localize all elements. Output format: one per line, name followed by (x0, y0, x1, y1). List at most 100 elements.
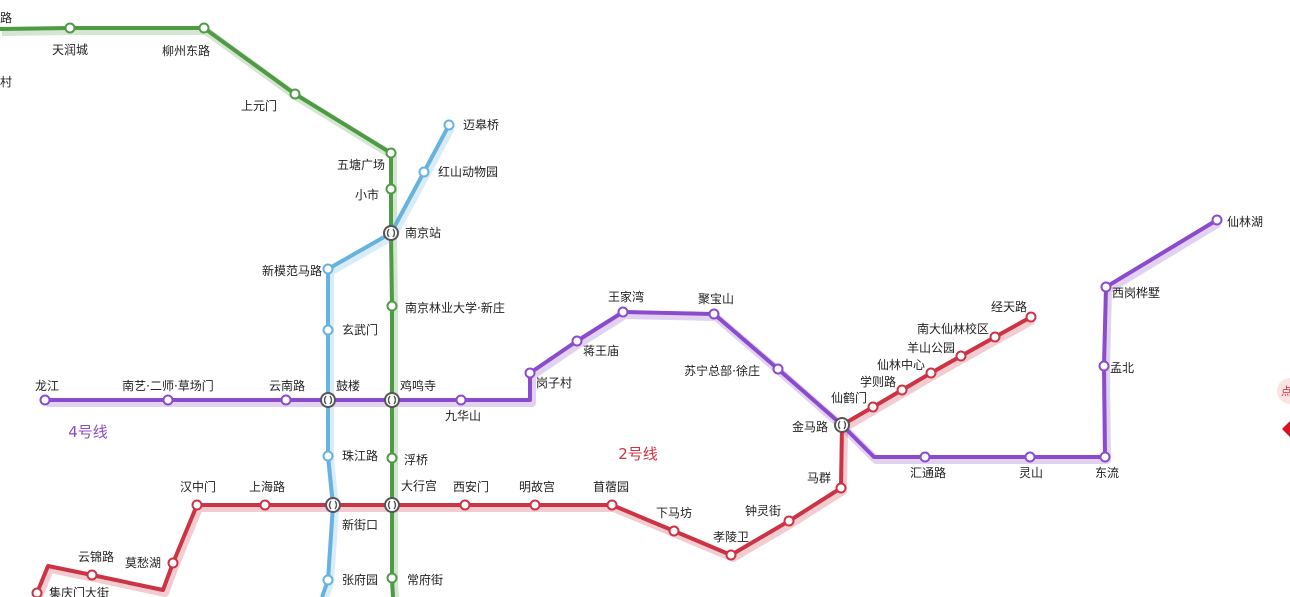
station-tianruncheng[interactable] (64, 22, 76, 34)
station-wangjiawan[interactable] (617, 306, 629, 318)
metro-stations (31, 22, 1223, 597)
station-jiangwangmiao[interactable] (571, 335, 583, 347)
station-label-xiamafang: 下马坊 (656, 505, 692, 520)
station-dot-icon (191, 499, 203, 511)
station-muxuyuan[interactable] (606, 499, 618, 511)
station-maqun[interactable] (835, 482, 847, 494)
transfer-station-icon (834, 417, 850, 433)
map-annotations: 路 村 点 (0, 10, 1290, 437)
transfer-station-icon (320, 392, 336, 408)
station-label-minggugong: 明故宫 (519, 479, 555, 494)
station-minggugong[interactable] (529, 499, 541, 511)
station-dot-icon (524, 367, 536, 379)
station-hongshan[interactable] (418, 166, 430, 178)
station-dot-icon (455, 394, 467, 406)
station-label-daxinggong: 大行宫 (401, 478, 437, 493)
station-yangshangongyuan[interactable] (955, 350, 967, 362)
transfer-arrows-icon (387, 500, 397, 510)
station-jimingsi[interactable] (384, 392, 400, 408)
station-dot-icon (198, 22, 210, 34)
station-nanyi[interactable] (162, 394, 174, 406)
station-zhonglingjie[interactable] (783, 515, 795, 527)
station-label-jimingsi: 鸡鸣寺 (400, 378, 436, 393)
station-label-zhonglingjie: 钟灵街 (745, 503, 781, 518)
station-jingtianlu[interactable] (1025, 311, 1037, 323)
station-jinmalu[interactable] (834, 417, 850, 433)
station-xianhemen[interactable] (867, 401, 879, 413)
station-zhangfuyuan[interactable] (322, 574, 334, 586)
station-dot-icon (668, 525, 680, 537)
station-dot-icon (39, 394, 51, 406)
station-fuqiao[interactable] (386, 452, 398, 464)
station-huitonglu[interactable] (919, 451, 931, 463)
station-changfujie[interactable] (386, 572, 398, 584)
station-xiamafang[interactable] (668, 525, 680, 537)
station-dot-icon (955, 350, 967, 362)
station-nanjingzhan[interactable] (383, 225, 399, 241)
station-label-fuqiao: 浮桥 (404, 453, 428, 467)
station-xinmofan[interactable] (322, 263, 334, 275)
station-labels: 天润城柳州东路上元门五塘广场小市南京站南京林业大学·新庄鸡鸣寺浮桥大行宫常府街迈… (35, 43, 1263, 597)
station-label-tianruncheng: 天润城 (52, 43, 88, 57)
station-daxinggong[interactable] (384, 497, 400, 513)
station-dongliu[interactable] (1099, 451, 1111, 463)
station-lingshan[interactable] (1024, 451, 1036, 463)
station-longjiang[interactable] (39, 394, 51, 406)
station-xuezelu[interactable] (896, 384, 908, 396)
station-gangzicun[interactable] (524, 367, 536, 379)
station-dot-icon (167, 557, 179, 569)
station-xuanwumen[interactable] (322, 324, 334, 336)
station-wutangguangchang[interactable] (385, 147, 397, 159)
station-label-maigaoqiao: 迈皋桥 (463, 117, 499, 132)
station-xianmen[interactable] (459, 499, 471, 511)
station-nandaxianlin[interactable] (989, 331, 1001, 343)
transfer-arrows-icon (386, 228, 396, 238)
station-dot-icon (1100, 281, 1112, 293)
metro-lines (0, 26, 1222, 597)
station-linyedaxue[interactable] (386, 300, 398, 312)
station-dot-icon (1024, 451, 1036, 463)
station-xianlinhu[interactable] (1211, 214, 1223, 226)
station-jicuiji[interactable] (31, 587, 43, 597)
station-label-huitonglu: 汇通路 (910, 465, 946, 480)
station-label-xinjiekou: 新街口 (342, 517, 378, 532)
station-shangyuanmen[interactable] (289, 88, 301, 100)
station-label-shanghailu: 上海路 (249, 479, 285, 494)
station-label-gulou: 鼓楼 (336, 378, 360, 393)
station-label-shangyuanmen: 上元门 (241, 98, 277, 113)
station-dot-icon (322, 324, 334, 336)
station-label-jiuhuashan: 九华山 (445, 409, 481, 423)
station-xigang[interactable] (1100, 281, 1112, 293)
station-dot-icon (925, 367, 937, 379)
station-xiaolingwei[interactable] (725, 549, 737, 561)
station-xinjiekou[interactable] (325, 497, 341, 513)
station-xianlinzhongxin[interactable] (925, 367, 937, 379)
station-label-yunnanlu: 云南路 (269, 378, 305, 393)
station-dot-icon (867, 401, 879, 413)
station-gulou[interactable] (320, 392, 336, 408)
station-yunnanlu[interactable] (280, 394, 292, 406)
station-label-hongshan: 红山动物园 (438, 164, 498, 179)
station-liuzhoudonglu[interactable] (198, 22, 210, 34)
station-yunjinlu[interactable] (86, 569, 98, 581)
station-hanzhongmen[interactable] (191, 499, 203, 511)
station-dot-icon (835, 482, 847, 494)
station-maigaoqiao[interactable] (443, 119, 455, 131)
station-mengbei[interactable] (1098, 360, 1110, 372)
transfer-station-icon (325, 497, 341, 513)
station-label-yangshangongyuan: 羊山公园 (907, 340, 955, 355)
station-shanghailu[interactable] (259, 499, 271, 511)
station-label-liuzhoudonglu: 柳州东路 (162, 43, 210, 58)
station-jubaoshan[interactable] (708, 308, 720, 320)
station-dot-icon (896, 384, 908, 396)
station-zhujianglu[interactable] (322, 450, 334, 462)
station-dot-icon (772, 363, 784, 375)
line-label-line4: 4号线 (68, 423, 108, 441)
station-jiuhuashan[interactable] (455, 394, 467, 406)
station-xiaoshi[interactable] (385, 183, 397, 195)
station-suning[interactable] (772, 363, 784, 375)
station-mochouhu[interactable] (167, 557, 179, 569)
station-label-linyedaxue: 南京林业大学·新庄 (405, 300, 505, 315)
station-dot-icon (459, 499, 471, 511)
